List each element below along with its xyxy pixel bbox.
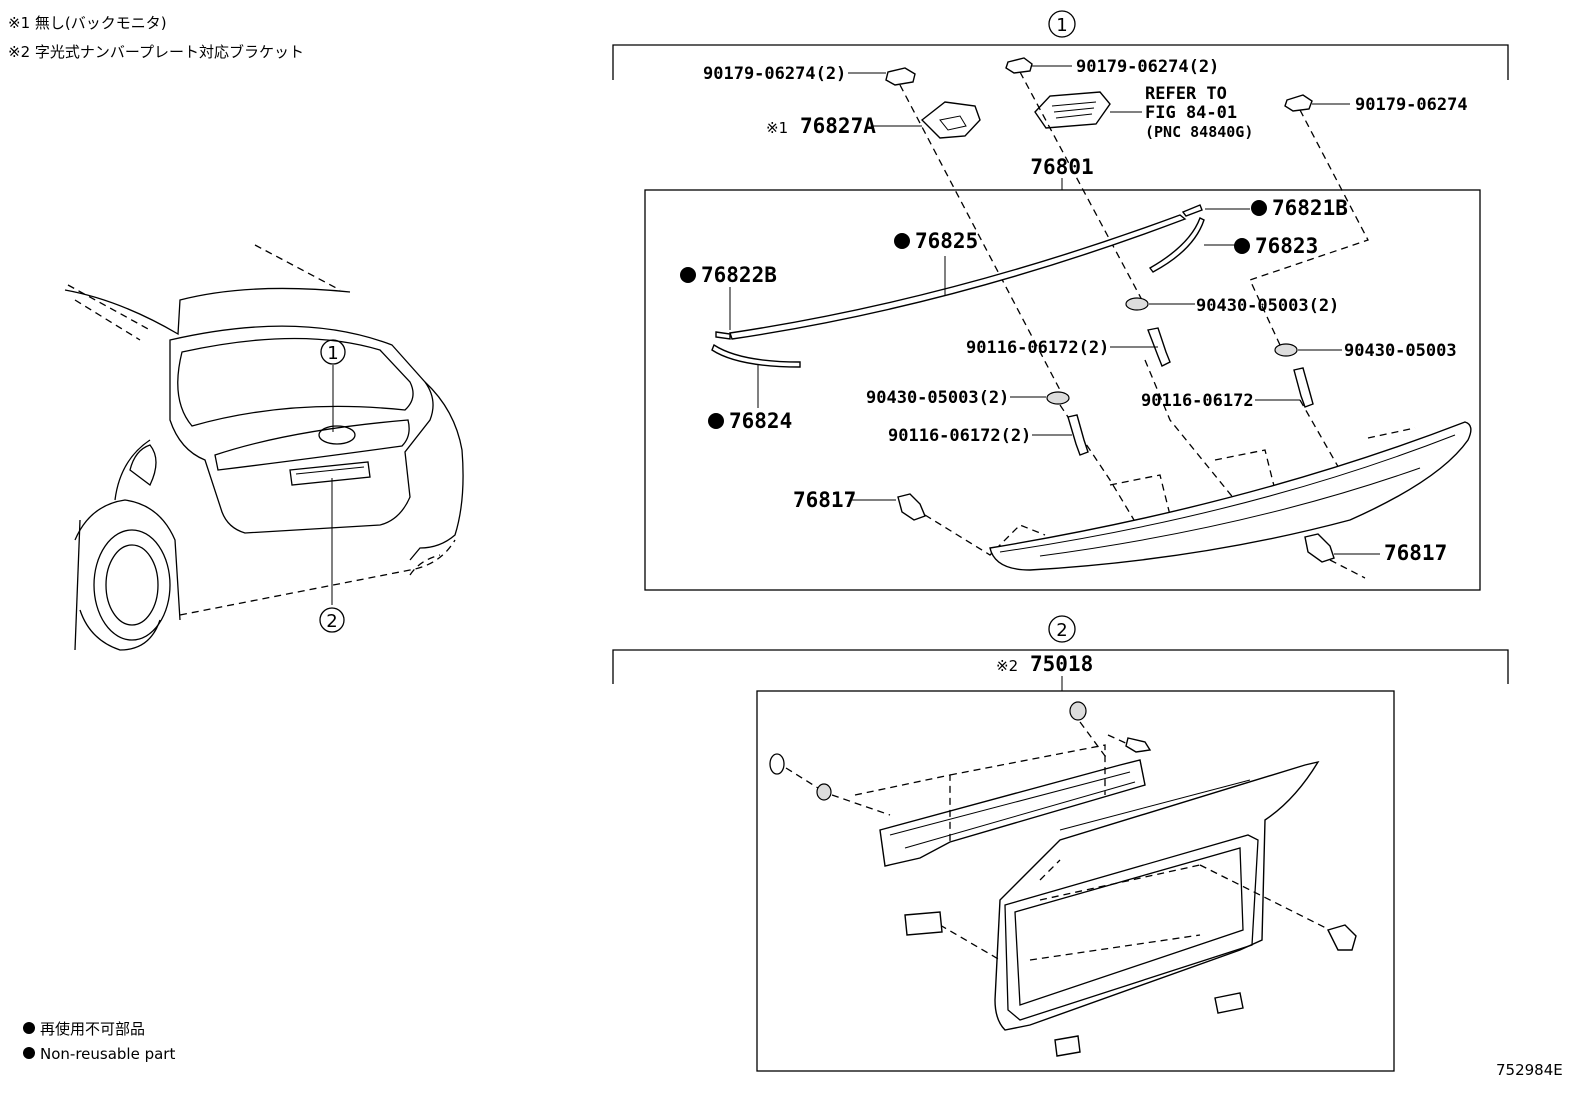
- bolt-left-icon: [1067, 414, 1089, 456]
- refer-line-2: FIG 84-01: [1145, 103, 1237, 123]
- label-clip-side-left: 76817: [793, 488, 856, 512]
- clip-bottom-right-icon: [1326, 924, 1357, 951]
- clip-side-right-icon: [1304, 533, 1335, 563]
- molding-76822b: [715, 331, 731, 340]
- label-strip-b: 76821B: [1272, 196, 1348, 220]
- section-1-number: 1: [1056, 15, 1067, 36]
- non-reusable-dot-icon: [23, 1022, 35, 1034]
- nut-mid-icon: [1125, 297, 1149, 311]
- grommet-icon: [816, 783, 832, 801]
- non-reusable-dot-icon: [708, 413, 724, 429]
- label-clip-side-right: 76817: [1384, 541, 1447, 565]
- legend-non-reusable-jp: 再使用不可部品: [40, 1020, 145, 1038]
- nut-left-icon: [1046, 391, 1070, 405]
- washer-icon: [1069, 701, 1087, 721]
- label-clip-mid: 90179-06274(2): [1076, 57, 1219, 77]
- non-reusable-dot-icon: [680, 267, 696, 283]
- label-clip-right: 90179-06274: [1355, 95, 1468, 115]
- label-nut-right: 90430-05003: [1344, 341, 1457, 361]
- non-reusable-dot-icon: [1234, 238, 1250, 254]
- assembly-number: 76801: [1030, 155, 1093, 179]
- label-strip-main: 76825: [915, 229, 978, 253]
- pad-icon: [1054, 1035, 1081, 1057]
- section-2-number: 2: [1056, 620, 1067, 641]
- label-nut-mid: 90430-05003(2): [1196, 296, 1339, 316]
- camera-cover-icon: [920, 101, 981, 139]
- label-strip-left: 76822B: [701, 263, 777, 287]
- note-illuminated-plate-bracket: ※2 字光式ナンバープレート対応ブラケット: [8, 43, 304, 61]
- label-strip-lower-left: 76824: [729, 409, 792, 433]
- non-reusable-dot-icon: [894, 233, 910, 249]
- ring-icon: [769, 753, 785, 775]
- callout-2: 2: [326, 611, 337, 632]
- label-bolt-left: 90116-06172(2): [888, 426, 1031, 446]
- diagram-id: 752984E: [1496, 1061, 1563, 1079]
- callout-1: 1: [327, 343, 338, 364]
- label-clip-left: 90179-06274(2): [703, 64, 846, 84]
- bracket-part-number: 75018: [1030, 652, 1093, 676]
- clip-left-icon: [885, 67, 916, 86]
- label-nut-left: 90430-05003(2): [866, 388, 1009, 408]
- car-rear-illustration: 1 2: [64, 244, 464, 651]
- molding-76824: [711, 343, 801, 368]
- note-no-back-monitor: ※1 無し(バックモニタ): [8, 14, 167, 32]
- pad-icon: [1214, 992, 1244, 1014]
- section-2: 2 ※2 75018: [612, 615, 1509, 1072]
- pad-icon: [904, 911, 943, 936]
- label-camera-cover: 76827A: [800, 114, 876, 138]
- screw-icon: [1125, 737, 1152, 753]
- non-reusable-dot-icon: [23, 1047, 35, 1059]
- molding-76821b: [1181, 204, 1203, 217]
- refer-line-1: REFER TO: [1145, 84, 1227, 104]
- legend-non-reusable-en: Non-reusable part: [40, 1045, 175, 1063]
- clip-side-left-icon: [897, 493, 926, 521]
- plate-frame: [994, 760, 1320, 1031]
- section-1: 1 76801 90179-06274(2) 90179-06274(2) 90…: [612, 10, 1509, 591]
- clip-mid-icon: [1005, 57, 1033, 74]
- molding-76823: [1148, 217, 1205, 273]
- section-2-mark: ※2: [996, 657, 1018, 675]
- bolt-right-icon: [1293, 367, 1314, 408]
- bolt-mid-icon: [1147, 327, 1171, 367]
- bracket-75018: [879, 759, 1146, 867]
- camera-cover-mark: ※1: [766, 119, 788, 137]
- non-reusable-dot-icon: [1251, 200, 1267, 216]
- label-strip-end: 76823: [1255, 234, 1318, 258]
- refer-line-3: (PNC 84840G): [1145, 123, 1253, 141]
- molding-76825: [729, 214, 1187, 340]
- clip-right-icon: [1284, 94, 1313, 112]
- label-bolt-right: 90116-06172: [1141, 391, 1254, 411]
- label-bolt-mid: 90116-06172(2): [966, 338, 1109, 358]
- nut-right-icon: [1274, 343, 1298, 357]
